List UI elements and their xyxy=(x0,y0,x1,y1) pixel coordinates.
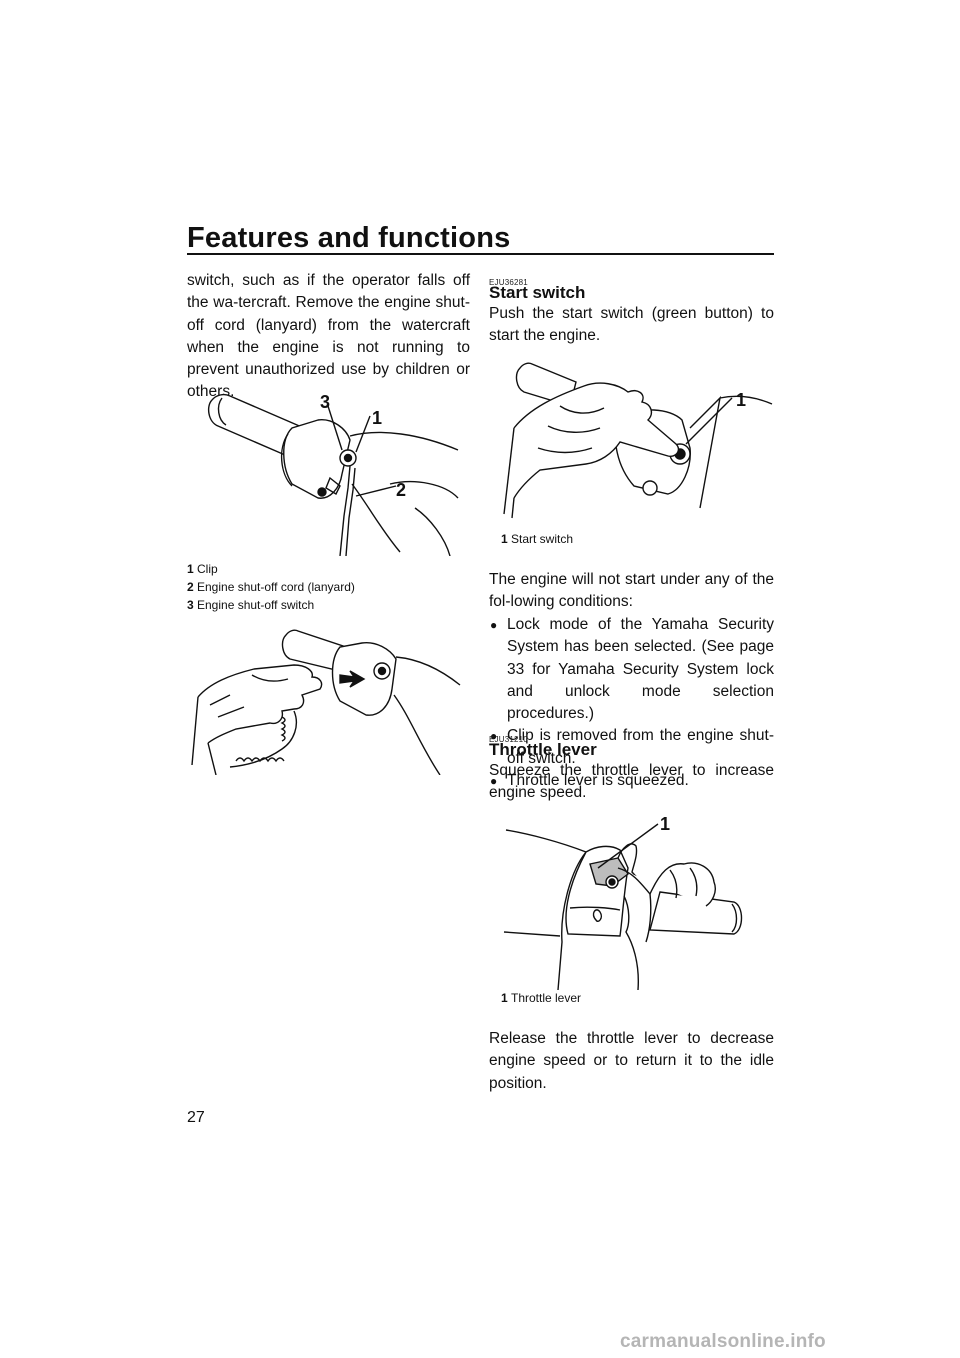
list-item: Throttle lever is squeezed. xyxy=(489,770,774,793)
figure-throttle-lever-illustration: 1 xyxy=(503,814,743,990)
figure-start-switch-illustration: 1 xyxy=(503,362,773,519)
callout-throttle-lever: 1 xyxy=(660,814,670,834)
figure-clip-illustration: 3 1 2 xyxy=(207,392,459,556)
list-item: Lock mode of the Yamaha Security System … xyxy=(489,614,774,725)
heading-throttle-lever: Throttle lever xyxy=(489,740,597,759)
section-code: EJU31210 xyxy=(489,735,528,744)
start-switch-paragraph: Push the start switch (green button) to … xyxy=(489,305,774,345)
closing-paragraph: Release the throttle lever to decrease e… xyxy=(489,1030,774,1092)
page-number: 27 xyxy=(187,1109,205,1126)
list-item: Clip is removed from the engine shut-off… xyxy=(489,725,774,770)
watermark: carmanualsonline.info xyxy=(620,1331,826,1352)
left-paragraph: switch, such as if the operator falls of… xyxy=(187,272,470,401)
callout-3: 3 xyxy=(320,392,330,412)
page-title: Features and functions xyxy=(187,222,511,254)
figure-attach-clip-illustration xyxy=(191,629,461,775)
throttle-lever-paragraph: Squeeze the throttle lever to increase e… xyxy=(489,762,774,802)
title-rule xyxy=(187,253,774,255)
callout-1: 1 xyxy=(372,408,382,428)
callout-2: 2 xyxy=(396,480,406,500)
conditions-intro: The engine will not start under any of t… xyxy=(489,571,774,611)
callout-start-switch: 1 xyxy=(736,390,746,410)
conditions-list: Lock mode of the Yamaha Security System … xyxy=(489,614,774,793)
section-code: EJU36281 xyxy=(489,278,528,287)
heading-start-switch: Start switch xyxy=(489,283,586,302)
